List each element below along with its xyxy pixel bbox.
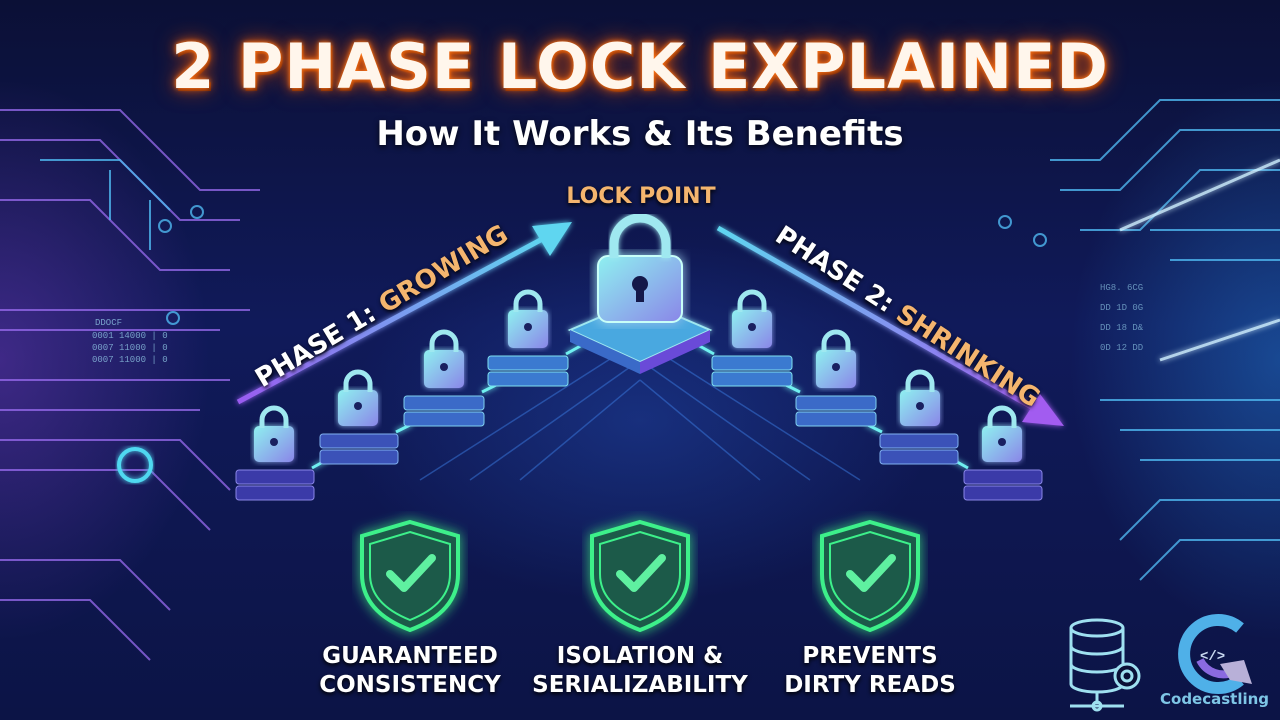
svg-text:0007 11000 | 0: 0007 11000 | 0 [92, 355, 168, 365]
benefit-line1: PREVENTS [802, 643, 938, 669]
benefit-isolation: ISOLATION & SERIALIZABILITY [530, 642, 750, 700]
benefit-line1: GUARANTEED [322, 643, 498, 669]
lock-stack-growing-4 [487, 289, 569, 387]
lock-stack-shrinking-2 [795, 329, 877, 427]
svg-text:0001 14000 | 0: 0001 14000 | 0 [92, 331, 168, 341]
shield-check-icon-1 [360, 519, 460, 633]
codecastling-logo-icon: </> [1178, 614, 1252, 694]
growing-arrow [236, 222, 572, 405]
benefit-line2: CONSISTENCY [319, 672, 501, 698]
svg-text:0007 11000 | 0: 0007 11000 | 0 [92, 343, 168, 353]
lock-stack-growing-3 [403, 329, 485, 427]
database-gear-icon [1069, 618, 1141, 712]
svg-text:DD 1D 0G: DD 1D 0G [1100, 303, 1143, 313]
svg-text:HG8. 6CG: HG8. 6CG [1100, 283, 1143, 293]
svg-text:</>: </> [1200, 649, 1225, 665]
lock-stack-growing-1 [235, 405, 315, 501]
page-title: 2 PHASE LOCK EXPLAINED [171, 30, 1109, 103]
lock-stack-shrinking-3 [879, 369, 959, 465]
lock-stack-shrinking-1 [711, 289, 793, 387]
lock-point-label: LOCK POINT [566, 184, 716, 209]
svg-text:DDOCF: DDOCF [95, 318, 122, 328]
lock-stack-shrinking-4 [963, 405, 1043, 501]
shield-check-icon-2 [590, 519, 690, 633]
benefit-consistency: GUARANTEED CONSISTENCY [300, 642, 520, 700]
shield-check-icon-3 [820, 519, 920, 633]
benefit-line2: DIRTY READS [784, 672, 956, 698]
benefit-dirty-reads: PREVENTS DIRTY READS [760, 642, 980, 700]
brand-name: Codecastling [1160, 690, 1270, 708]
svg-text:DD 18 D&: DD 18 D& [1100, 323, 1144, 333]
lock-point-stack [567, 213, 713, 374]
lock-stack-growing-2 [319, 369, 399, 465]
svg-text:0D 12 DD: 0D 12 DD [1100, 343, 1143, 353]
shrinking-arrow [716, 225, 1064, 426]
benefit-line2: SERIALIZABILITY [532, 672, 748, 698]
page-subtitle: How It Works & Its Benefits [376, 114, 904, 154]
benefit-line1: ISOLATION & [556, 643, 724, 669]
